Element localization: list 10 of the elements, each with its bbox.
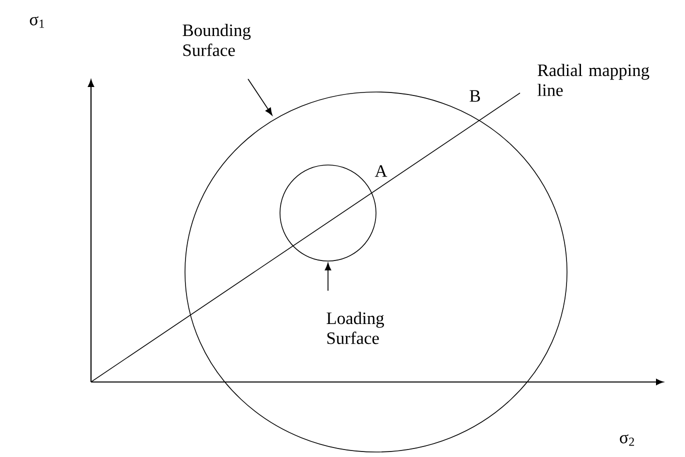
surface-label: Loading Surface <box>326 312 384 344</box>
point-label: A <box>374 165 388 177</box>
loading-surface-circle <box>280 164 376 262</box>
axis-label: σ$_{2}$ <box>620 434 634 446</box>
surface-label: Bounding Surface <box>182 24 251 56</box>
arrow <box>248 78 272 116</box>
point-label: B <box>470 90 480 102</box>
line-label: Radial mapping line <box>538 64 650 96</box>
axis-label: σ$_{1}$ <box>30 16 44 28</box>
arrow <box>324 262 332 292</box>
